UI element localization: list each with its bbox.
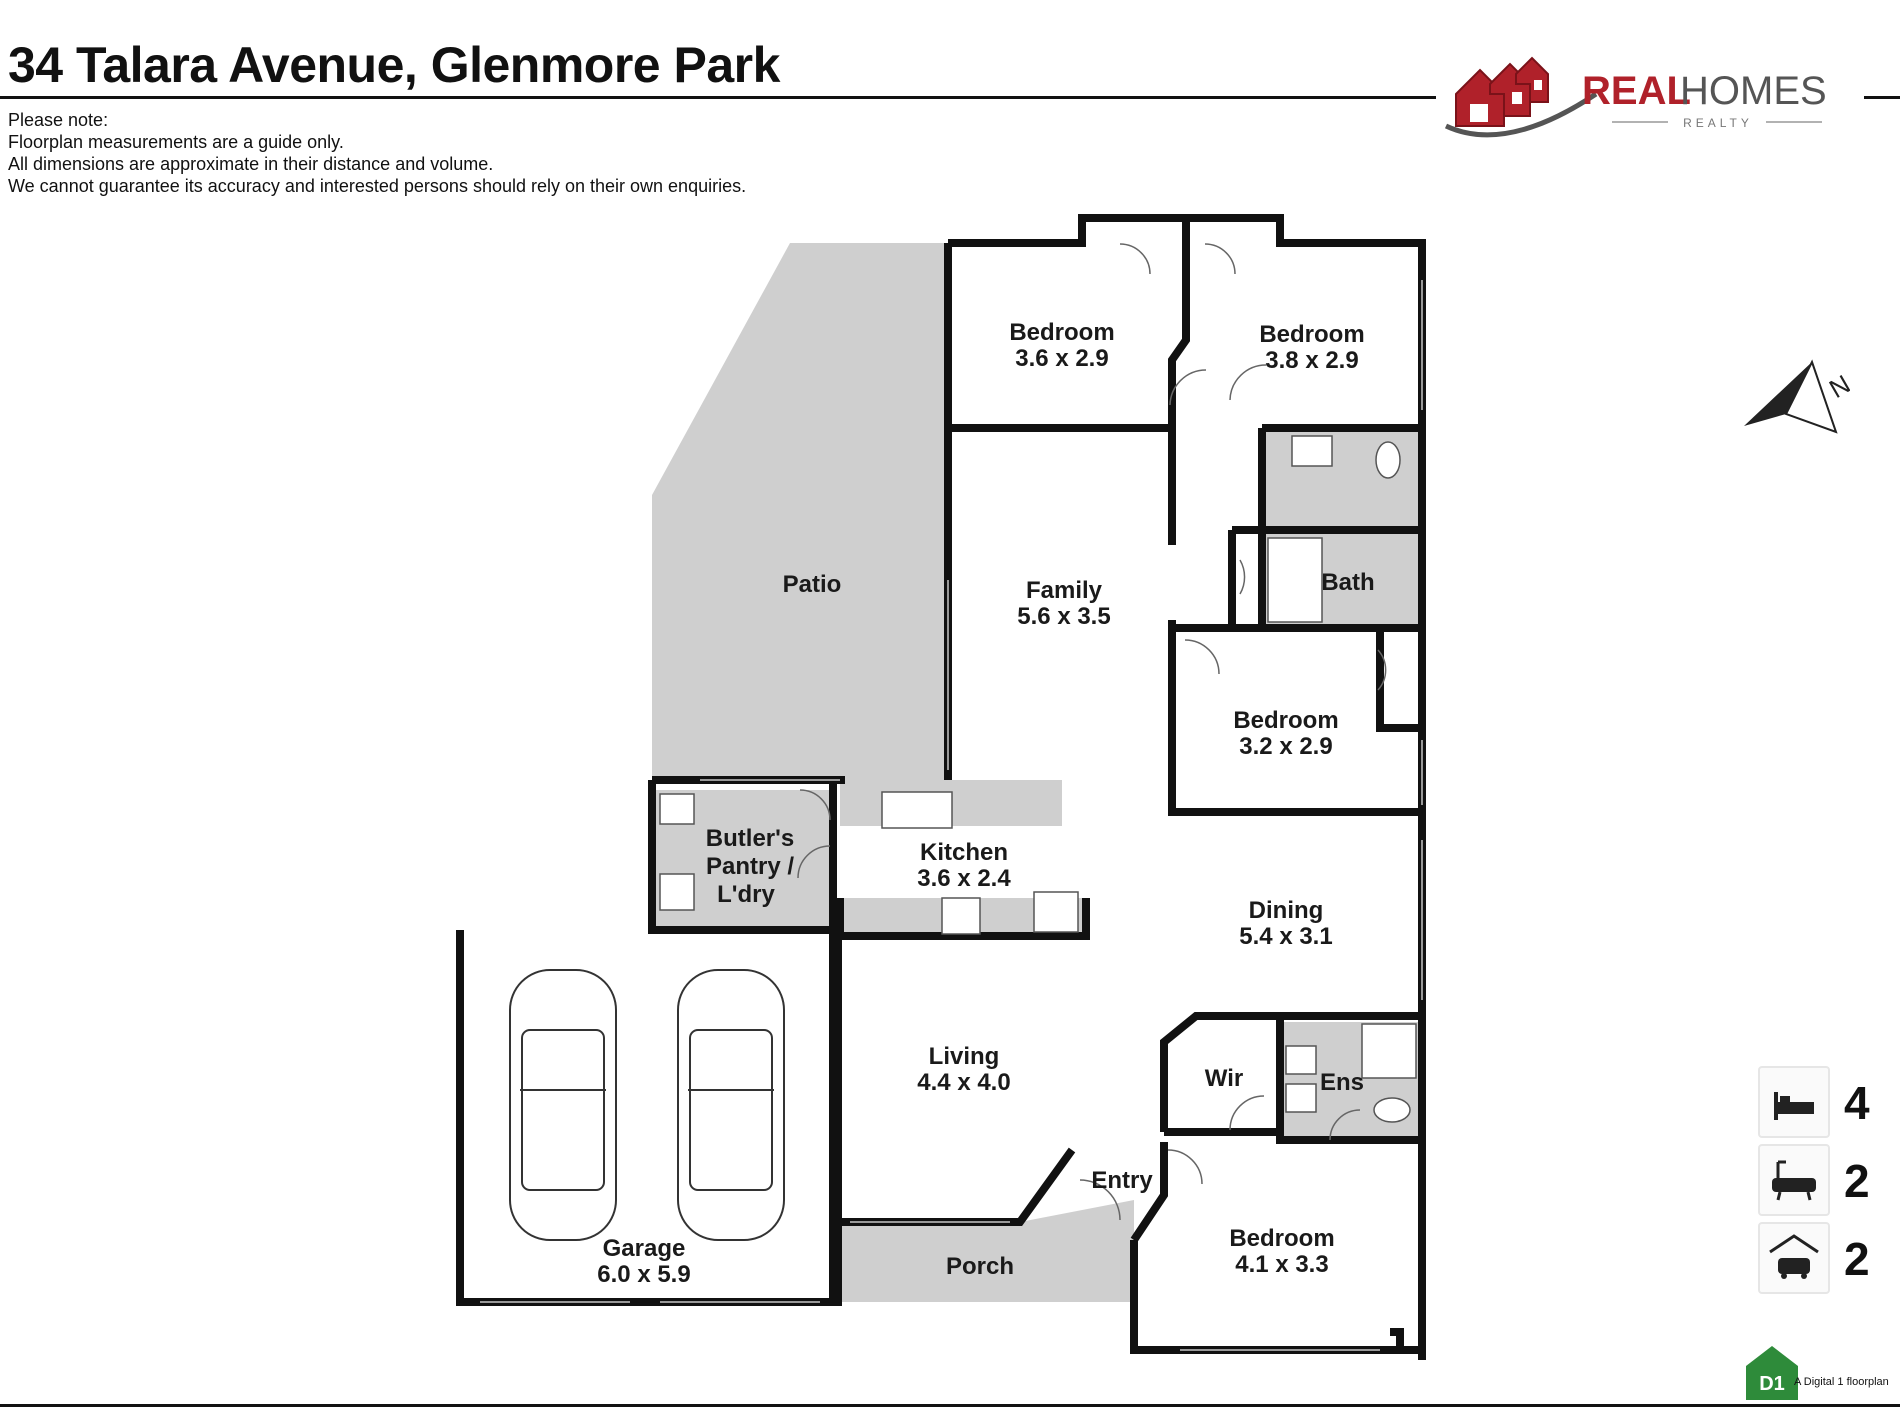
cars-icon bbox=[509, 969, 785, 1241]
fridge-icon bbox=[1033, 891, 1079, 933]
porch-area bbox=[840, 1200, 1134, 1302]
shower-icon bbox=[1361, 1023, 1417, 1079]
header-rule-right bbox=[1864, 96, 1900, 99]
note-line: Floorplan measurements are a guide only. bbox=[8, 132, 344, 152]
room-dim: 3.6 x 2.9 bbox=[1015, 345, 1108, 372]
cooktop-icon bbox=[659, 873, 695, 911]
room-dim: 3.2 x 2.9 bbox=[1239, 733, 1332, 760]
room-name: Garage bbox=[603, 1235, 686, 1262]
basin-icon bbox=[1285, 1045, 1317, 1075]
room-name: Bedroom bbox=[1259, 321, 1364, 348]
bathtub-icon bbox=[1758, 1144, 1830, 1216]
logo-tagline: REALTY bbox=[1683, 116, 1753, 130]
shower-icon bbox=[1267, 537, 1323, 623]
garage-car-icon bbox=[1758, 1222, 1830, 1294]
toilet-icon bbox=[1373, 1097, 1411, 1123]
room-dim: 5.4 x 3.1 bbox=[1239, 923, 1332, 950]
room-name: Dining bbox=[1249, 897, 1324, 924]
agency-logo: REAL HOMES REALTY bbox=[1444, 56, 1827, 138]
bathroom-count: 2 bbox=[1844, 1155, 1870, 1207]
footer-rule bbox=[0, 1404, 1900, 1407]
cooktop-icon bbox=[941, 897, 981, 935]
room-name: L'dry bbox=[717, 881, 775, 908]
north-arrow-icon: N bbox=[1744, 359, 1850, 434]
stat-car-spaces: 2 bbox=[1758, 1222, 1898, 1294]
d1-badge-text: D1 bbox=[1759, 1373, 1785, 1395]
basin-icon bbox=[1285, 1083, 1317, 1113]
room-name: Bedroom bbox=[1009, 319, 1114, 346]
header-rule bbox=[0, 96, 1436, 99]
digital1-badge: D1 bbox=[1746, 1346, 1798, 1400]
sink-icon bbox=[881, 791, 953, 829]
note-line: We cannot guarantee its accuracy and int… bbox=[8, 176, 747, 196]
logo-houses-icon bbox=[1455, 56, 1549, 127]
room-dim: 6.0 x 5.9 bbox=[597, 1261, 690, 1288]
windows bbox=[480, 280, 1423, 1351]
room-labels: Bedroom 3.6 x 2.9 Bedroom 3.8 x 2.9 Pati… bbox=[597, 319, 1374, 1288]
bathroom-floor bbox=[1262, 428, 1418, 526]
room-name: Bath bbox=[1321, 569, 1374, 596]
stat-bathrooms: 2 bbox=[1758, 1144, 1898, 1216]
note-line: All dimensions are approximate in their … bbox=[8, 154, 494, 174]
d1-house-icon bbox=[1746, 1346, 1798, 1400]
room-name: Patio bbox=[783, 571, 842, 598]
room-name: Living bbox=[929, 1043, 1000, 1070]
page-title: 34 Talara Avenue, Glenmore Park bbox=[8, 37, 780, 93]
patio-area bbox=[652, 243, 948, 780]
room-name: Bedroom bbox=[1229, 1225, 1334, 1252]
car-space-count: 2 bbox=[1844, 1233, 1870, 1285]
disclaimer-notes: Please note: Floorplan measurements are … bbox=[8, 109, 746, 197]
door-swings bbox=[797, 243, 1387, 1221]
room-name: Entry bbox=[1091, 1167, 1153, 1194]
room-name: Family bbox=[1026, 577, 1103, 604]
logo-swoosh bbox=[1444, 91, 1598, 138]
floorplan-credit: A Digital 1 floorplan bbox=[1794, 1376, 1889, 1388]
room-dim: 4.4 x 4.0 bbox=[917, 1069, 1010, 1096]
room-dim: 3.8 x 2.9 bbox=[1265, 347, 1358, 374]
note-line: Please note: bbox=[8, 110, 109, 130]
toilet-icon bbox=[1375, 441, 1401, 479]
room-name: Ens bbox=[1320, 1069, 1364, 1096]
logo-text-bold: REAL bbox=[1582, 69, 1691, 113]
room-dim: 5.6 x 3.5 bbox=[1017, 603, 1110, 630]
bedroom-count: 4 bbox=[1844, 1077, 1870, 1129]
room-name: Porch bbox=[946, 1253, 1014, 1280]
room-name: Kitchen bbox=[920, 839, 1008, 866]
stat-bedrooms: 4 bbox=[1758, 1066, 1898, 1138]
room-name: Bedroom bbox=[1233, 707, 1338, 734]
room-name: Butler's bbox=[706, 825, 794, 852]
logo-text-light: HOMES bbox=[1680, 69, 1827, 113]
bed-icon bbox=[1758, 1066, 1830, 1138]
room-name: Wir bbox=[1205, 1065, 1243, 1092]
fixtures bbox=[659, 435, 1417, 1123]
compass-label: N bbox=[1824, 369, 1850, 404]
room-dim: 3.6 x 2.4 bbox=[917, 865, 1011, 892]
sink-icon bbox=[1291, 435, 1333, 467]
room-name: Pantry / bbox=[706, 853, 794, 880]
sink-icon bbox=[659, 793, 695, 825]
room-dim: 4.1 x 3.3 bbox=[1235, 1251, 1328, 1278]
